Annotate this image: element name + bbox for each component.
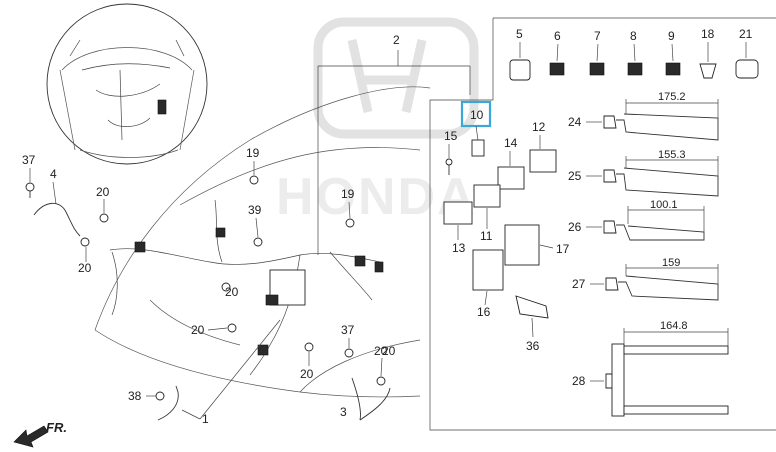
callout-17: 17 (556, 242, 570, 256)
callout-12: 12 (532, 120, 546, 134)
callout-1: 1 (202, 412, 209, 426)
callout-36: 36 (526, 339, 540, 353)
callout-9: 9 (668, 29, 675, 43)
callout-25: 25 (568, 169, 582, 183)
callout-24: 24 (568, 115, 582, 129)
dimension-159: 159 (662, 257, 680, 269)
callout-18: 18 (701, 27, 715, 41)
callout-37-left: 37 (22, 153, 36, 167)
callout-38: 38 (128, 389, 142, 403)
tie-26: 26 100.1 (568, 199, 705, 241)
bolts (25, 175, 386, 401)
callout-39: 39 (248, 203, 262, 217)
callout-11: 11 (480, 229, 493, 243)
part-4-cable (33, 202, 81, 237)
middle-callouts: 15 14 12 13 11 17 16 36 (444, 120, 570, 353)
callout-14: 14 (504, 136, 518, 150)
dimension-100-1: 100.1 (650, 199, 678, 211)
callout-5: 5 (516, 27, 523, 41)
callout-21: 21 (739, 27, 753, 41)
callout-10: 10 (470, 108, 484, 122)
tie-28: 28 164.8 (572, 320, 729, 417)
callout-15: 15 (444, 129, 458, 143)
callout-20-g: 20 (382, 344, 396, 358)
callout-26: 26 (568, 220, 582, 234)
watermark-text: HONDA (276, 168, 477, 226)
dimension-164-8: 164.8 (660, 320, 688, 332)
dimension-155-3: 155.3 (658, 149, 686, 161)
main-wire-harness (109, 199, 384, 376)
callout-16: 16 (477, 305, 491, 319)
tie-25: 25 155.3 (568, 149, 719, 197)
parts-group-frame (429, 17, 776, 431)
callout-20-e: 20 (300, 367, 314, 381)
tie-27: 27 159 (572, 257, 719, 301)
front-direction-arrow: FR. (13, 420, 67, 448)
part-3-cable (351, 377, 391, 421)
callout-4: 4 (50, 167, 57, 181)
callout-10-highlight: 10 (460, 100, 492, 141)
callout-6: 6 (554, 29, 561, 43)
left-callouts: 37 4 20 20 20 19 39 20 20 20 38 1 2 19 3… (22, 33, 471, 426)
callout-27: 27 (572, 277, 586, 291)
callout-20-a: 20 (78, 261, 92, 275)
part-1-cable (157, 385, 179, 421)
callout-28: 28 (572, 374, 586, 388)
callout-19-left: 19 (246, 146, 260, 160)
honda-watermark: HONDA (276, 17, 479, 226)
callout-2: 2 (393, 33, 400, 47)
callout-7: 7 (594, 29, 601, 43)
connector-parts (443, 139, 557, 319)
callout-8: 8 (630, 29, 637, 43)
callout-20-b: 20 (96, 185, 110, 199)
callout-13: 13 (452, 241, 466, 255)
dimension-175-2: 175.2 (658, 91, 686, 103)
car-body-outline (94, 86, 431, 398)
callout-37-bottom: 37 (341, 323, 355, 337)
callout-20-d: 20 (191, 323, 205, 337)
callout-3: 3 (340, 405, 347, 419)
top-row-clips: 5 6 7 8 9 18 21 (509, 27, 759, 81)
tie-24: 24 175.2 (568, 91, 719, 141)
inset-engine-bay (46, 3, 208, 165)
callout-20-c: 20 (225, 285, 239, 299)
callout-20-f: 20 (374, 344, 388, 358)
front-label: FR. (46, 420, 67, 435)
callout-19-right: 19 (341, 187, 355, 201)
